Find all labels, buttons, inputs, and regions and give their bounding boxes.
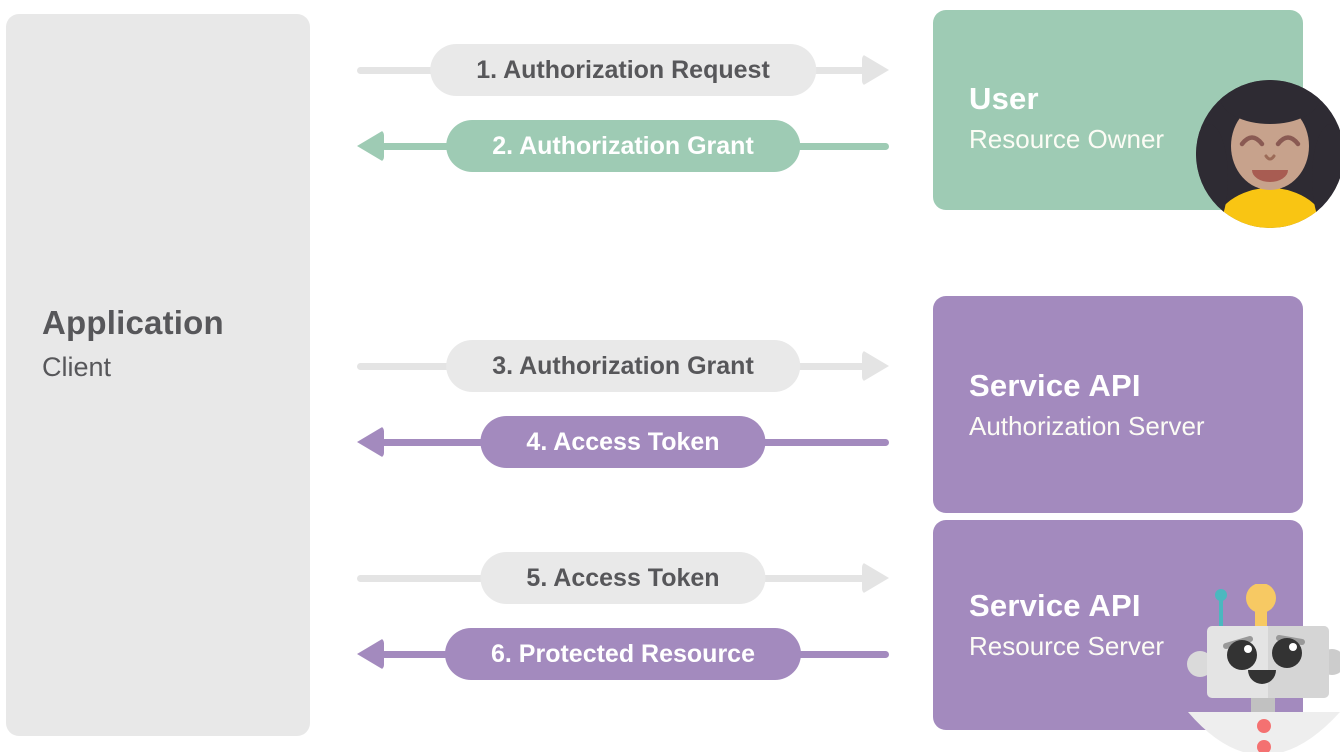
flow-label-pill: 4. Access Token [480, 416, 766, 468]
authorization-server-box: Service API Authorization Server [933, 296, 1303, 513]
arrow-left-icon [357, 426, 384, 458]
flow-label-pill: 3. Authorization Grant [446, 340, 800, 392]
resource-server-subtitle: Resource Server [969, 631, 1165, 661]
robot-icon [1187, 584, 1340, 752]
flow-label-pill: 6. Protected Resource [445, 628, 801, 680]
user-text: User Resource Owner [969, 81, 1164, 155]
user-subtitle: Resource Owner [969, 124, 1165, 154]
arrow-right-icon [862, 350, 889, 382]
user-title: User [969, 81, 1039, 116]
application-title: Application [42, 304, 224, 341]
authorization-server-text: Service API Authorization Server [969, 368, 1205, 442]
resource-server-text: Service API Resource Server [969, 588, 1164, 662]
flow-access-token-to-resource: 5. Access Token [357, 552, 889, 604]
arrow-right-icon [862, 562, 889, 594]
arrow-left-icon [357, 638, 384, 670]
flow-access-token-to-app: 4. Access Token [357, 416, 889, 468]
flow-label-pill: 2. Authorization Grant [446, 120, 800, 172]
flow-label-pill: 5. Access Token [480, 552, 766, 604]
flow-protected-resource: 6. Protected Resource [357, 628, 889, 680]
resource-server-title: Service API [969, 588, 1141, 623]
woman-avatar-icon [1196, 80, 1340, 228]
application-text: Application Client [42, 304, 224, 383]
application-box: Application Client [6, 14, 310, 736]
flow-authorization-request: 1. Authorization Request [357, 44, 889, 96]
authorization-server-subtitle: Authorization Server [969, 410, 1205, 441]
authorization-server-title: Service API [969, 367, 1141, 403]
arrow-left-icon [357, 130, 384, 162]
arrow-right-icon [862, 54, 889, 86]
flow-authorization-grant-to-app: 2. Authorization Grant [357, 120, 889, 172]
flow-label-pill: 1. Authorization Request [430, 44, 816, 96]
flow-authorization-grant-to-server: 3. Authorization Grant [357, 340, 889, 392]
application-subtitle: Client [42, 352, 112, 382]
